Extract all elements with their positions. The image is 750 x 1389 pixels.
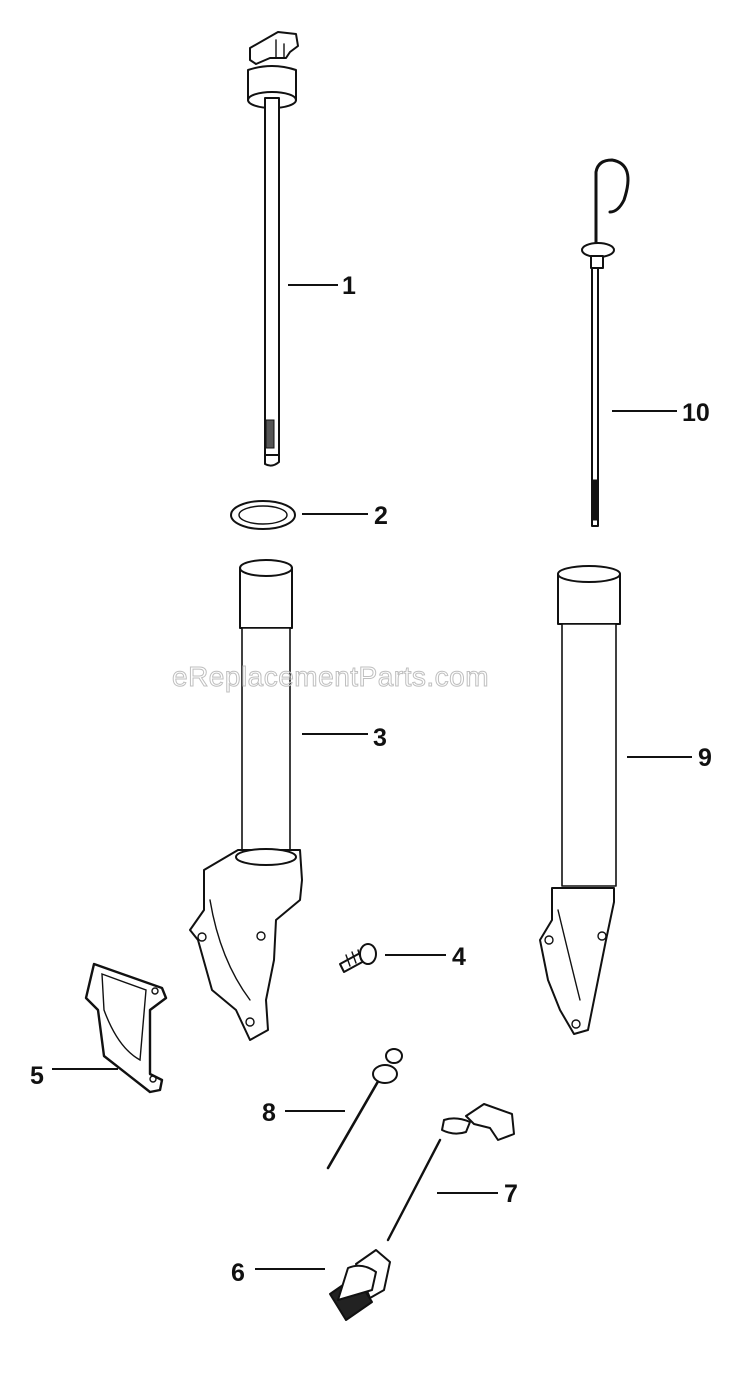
callout-label: 2 [374, 502, 388, 530]
callout-4: 4 [385, 943, 466, 971]
callout-label: 1 [342, 272, 356, 300]
callout-9: 9 [627, 744, 712, 772]
callout-10: 10 [612, 399, 710, 427]
callout-label: 9 [698, 744, 712, 772]
part-1-dipstick-with-cap [247, 31, 299, 467]
callout-label: 8 [262, 1099, 276, 1127]
part-9-oil-fill-tube [539, 565, 621, 1035]
part-10-dipstick-loop [581, 158, 630, 527]
callout-2: 2 [302, 502, 388, 530]
callout-label: 5 [30, 1062, 44, 1090]
part-7-dipstick-with-handle [386, 1103, 515, 1242]
callout-label: 6 [231, 1259, 245, 1287]
callout-5: 5 [30, 1062, 118, 1090]
callout-3: 3 [302, 724, 387, 752]
part-4-cap-screw [339, 943, 377, 973]
callout-1: 1 [288, 272, 356, 300]
part-8-dipstick-short [326, 1048, 403, 1170]
callout-label: 4 [452, 943, 466, 971]
part-5-gasket [84, 962, 168, 1094]
callout-8: 8 [262, 1099, 345, 1127]
part-2-o-ring [230, 500, 296, 530]
callout-label: 3 [373, 724, 387, 752]
part-6-plug-cap [329, 1249, 391, 1321]
callout-7: 7 [437, 1180, 518, 1208]
callout-label: 7 [504, 1180, 518, 1208]
callout-6: 6 [231, 1259, 325, 1287]
part-3-oil-fill-tube [189, 559, 303, 1041]
callout-label: 10 [682, 399, 710, 427]
